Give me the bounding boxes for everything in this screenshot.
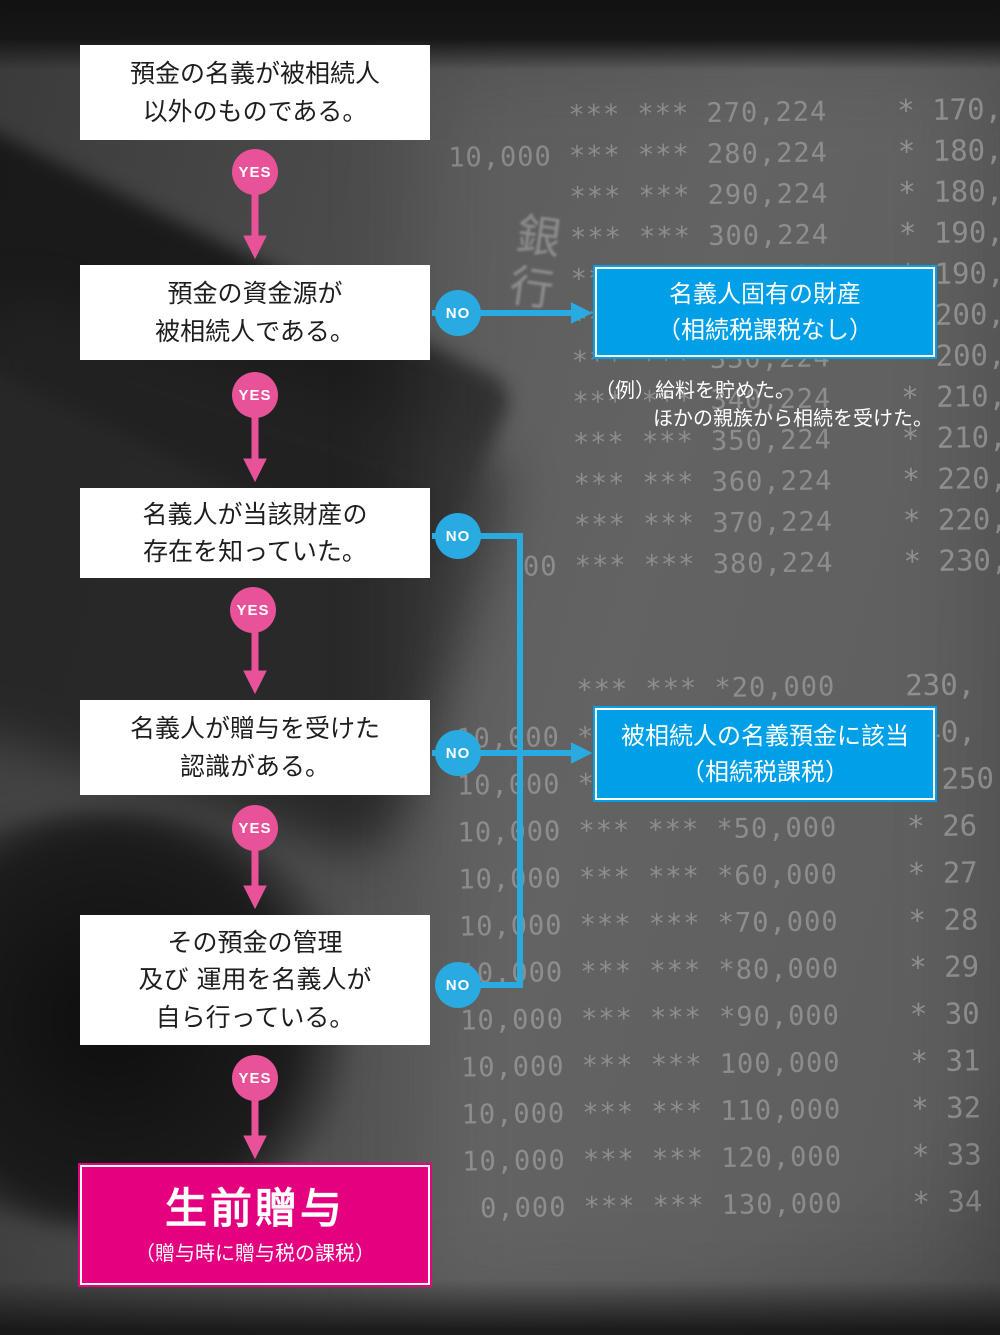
ledger-row: *** *** 300,224 [569,219,830,254]
example-note-line1: （例）給料を貯めた。 [595,378,795,402]
margin-value: * 220, [902,501,1000,538]
flow-step-5-label: その預金の管理 及び 運用を名義人が 自ら行っている。 [138,927,372,1032]
yes-badge-3: YES [230,587,276,633]
no-badge-1: NO [435,290,481,336]
result-box-nominee-deposit: 被相続人の名義預金に該当 （相続税課税） [593,706,937,802]
margin-value: * 28 [908,902,979,938]
margin-value: * 31 [910,1043,981,1079]
ledger-row: 10,000 *** *** *60,000 [458,859,839,896]
flow-step-5: その預金の管理 及び 運用を名義人が 自ら行っている。 [80,915,430,1045]
margin-value: 230, [905,667,976,703]
ledger-row: 10,000 *** *** 100,000 [460,1047,841,1084]
margin-value: * 220, [902,460,1000,497]
margin-value: * 170, [897,91,1000,128]
margin-value: * 33 [911,1137,982,1173]
yes-badge-5: YES [232,1055,278,1101]
margin-value: * 27 [907,855,978,891]
example-note: （例）給料を貯めた。 ほかの親族から相続を受けた。 [595,376,935,432]
margin-value: * 32 [910,1090,982,1126]
yes-badge-1: YES [232,149,278,195]
margin-value: * 30 [909,996,980,1032]
yes-badge-2: YES [232,372,278,418]
ledger-row: 10,000 *** *** *50,000 [457,812,838,849]
margin-value: * 190, [898,214,1000,251]
margin-value: * 34 [912,1184,983,1220]
margin-value: * 29 [908,949,980,985]
ledger-row: 10,000 *** *** 110,000 [461,1094,842,1131]
margin-value: * 230, [903,542,1000,579]
result-box-own-property-label: 名義人固有の財産 （相続税課税なし） [657,280,873,344]
final-result-title: 生前贈与 [164,1184,345,1234]
flow-step-2: 預金の資金源が 被相続人である。 [80,265,430,360]
flow-step-3: 名義人が当該財産の 存在を知っていた。 [80,488,430,578]
ledger-row: *** *** 290,224 [569,178,829,213]
flow-step-4-label: 名義人が贈与を受けた 認識がある。 [129,714,380,781]
flow-step-3-label: 名義人が当該財産の 存在を知っていた。 [142,499,368,567]
no-badge-3: NO [435,730,481,776]
result-box-nominee-deposit-label: 被相続人の名義預金に該当 （相続税課税） [621,722,909,786]
margin-value: * 180, [897,132,1000,169]
final-result-subtitle: （贈与時に贈与税の課税） [135,1240,375,1265]
final-result-box: 生前贈与 （贈与時に贈与税の課税） [78,1163,432,1287]
example-note-line2: ほかの親族から相続を受けた。 [653,406,933,430]
flow-step-1-label: 預金の名義が被相続人 以外のものである。 [129,59,380,126]
yes-badge-4: YES [232,805,278,851]
margin-value: * 26 [907,808,978,844]
flow-step-1: 預金の名義が被相続人 以外のものである。 [80,45,430,140]
no-badge-2: NO [435,513,481,559]
flow-step-4: 名義人が贈与を受けた 認識がある。 [80,700,430,795]
background-bottom-band [0,1280,1000,1335]
flow-step-2-label: 預金の資金源が 被相続人である。 [155,279,355,346]
margin-value: * 180, [898,173,1000,210]
result-box-own-property: 名義人固有の財産 （相続税課税なし） [593,265,937,359]
no-badge-4: NO [435,962,481,1008]
